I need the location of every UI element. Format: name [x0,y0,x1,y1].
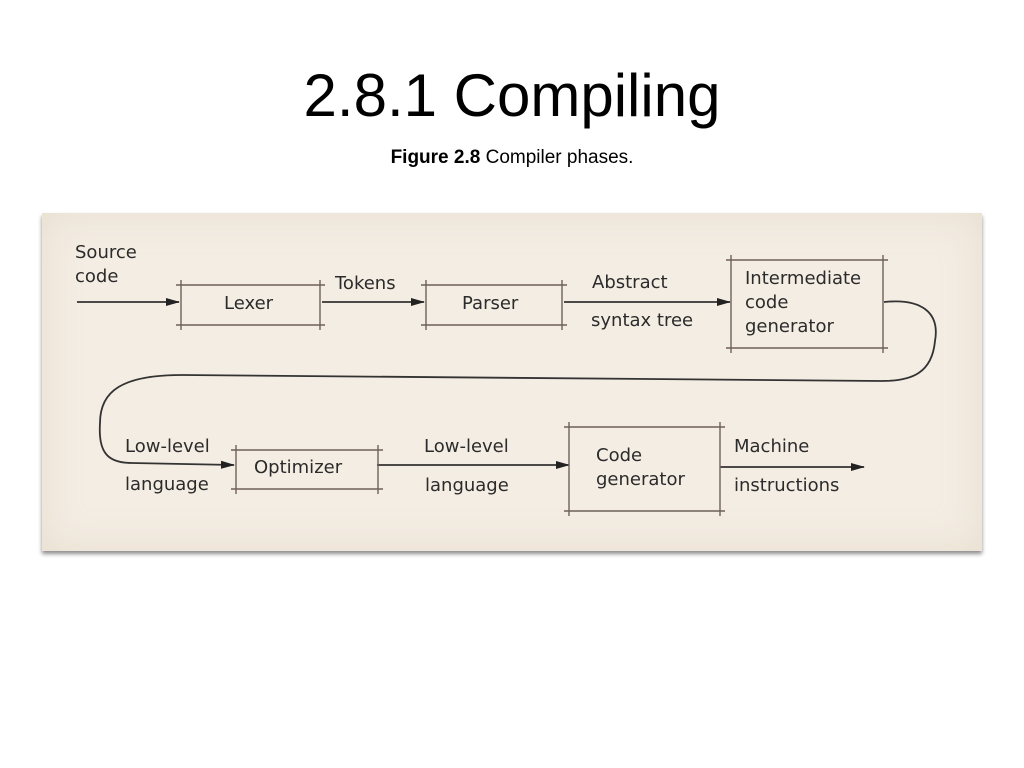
slide-title: 2.8.1 Compiling [303,62,721,129]
compiler-phases-diagram: Source code Lexer Tokens Parser Abstract… [42,213,982,551]
machine-instructions-label-line2: instructions [734,475,840,496]
machine-instructions-label-line1: Machine [734,436,810,457]
intermediate-phase-label-line2: code [745,292,789,313]
figure-caption-text: Compiler phases. [480,147,634,168]
low-level-language-left-line2: language [125,474,209,495]
low-level-language-mid-line2: language [425,475,509,496]
abstract-syntax-tree-label-line1: Abstract [592,272,668,293]
intermediate-box [726,255,888,353]
figure-caption: Figure 2.8 Compiler phases. [0,146,1024,170]
diagram-graphics [77,255,937,516]
intermediate-phase-label-line1: Intermediate [745,268,862,289]
intermediate-phase-label-line3: generator [745,316,834,337]
optimizer-phase-label: Optimizer [254,457,343,478]
optimizer-box [231,445,383,494]
lexer-phase-label: Lexer [224,293,274,314]
source-code-label-line1: Source [75,242,137,263]
codegen-phase-label-line2: generator [596,469,685,490]
lexer-box [176,280,325,330]
intermediate-to-optimizer-connector [98,300,937,469]
low-level-language-left-line1: Low-level [125,436,210,457]
tokens-label: Tokens [335,273,396,294]
parser-box [421,280,567,330]
low-level-language-mid-line1: Low-level [424,436,509,457]
abstract-syntax-tree-label-line2: syntax tree [591,310,694,331]
parser-phase-label: Parser [462,293,519,314]
source-code-label-line2: code [75,266,119,287]
figure-caption-label: Figure 2.8 [390,147,481,168]
codegen-phase-label-line1: Code [596,445,643,466]
codegen-box [564,422,725,516]
